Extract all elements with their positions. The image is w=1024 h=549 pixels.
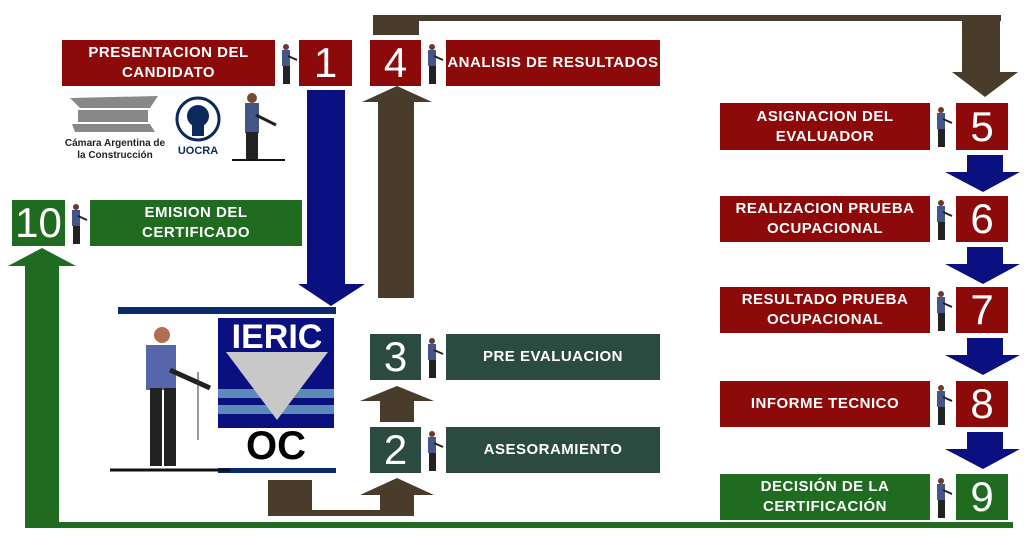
uocra-logo-text: UOCRA: [177, 145, 219, 157]
worker-illustration: [110, 327, 230, 472]
worker-icon: [66, 199, 90, 247]
worker-icon: [422, 333, 446, 381]
step-9-label: DECISIÓN DE LA CERTIFICACIÓN: [720, 474, 930, 520]
worker-icon: [931, 473, 955, 521]
step-3-number: 3: [370, 333, 421, 380]
step-7-label: RESULTADO PRUEBA OCUPACIONAL: [720, 287, 930, 333]
step-2-label: ASESORAMIENTO: [446, 427, 660, 473]
worker-small-illustration: [232, 93, 285, 161]
arrow-9-to-10: [8, 248, 1013, 528]
arrows-right-column: [945, 155, 1020, 469]
worker-icon: [931, 195, 955, 243]
camara-logo-text: Cámara Argentina de la Construcción: [64, 138, 166, 161]
step-6-number: 6: [956, 195, 1008, 242]
camara-logo: [70, 96, 158, 132]
step-10-number: 10: [12, 199, 65, 246]
arrow-4-to-5: [373, 15, 1018, 97]
arrow-2-to-3: [360, 386, 434, 422]
arrow-ieric-to-2: [268, 478, 434, 516]
arrow-3-to-4: [362, 86, 432, 298]
step-5-label: ASIGNACION DEL EVALUADOR: [720, 103, 930, 150]
uocra-logo: [175, 96, 221, 142]
step-9-number: 9: [956, 473, 1008, 520]
step-4-label: ANALISIS DE RESULTADOS: [446, 40, 660, 86]
ieric-oc-logo: [118, 307, 336, 473]
step-8-number: 8: [956, 380, 1008, 427]
worker-icon: [931, 380, 955, 428]
worker-icon: [422, 39, 446, 87]
step-7-number: 7: [956, 286, 1008, 333]
step-3-label: PRE EVALUACION: [446, 334, 660, 380]
step-10-label: EMISION DEL CERTIFICADO: [90, 200, 302, 246]
step-2-number: 2: [370, 426, 421, 473]
worker-icon: [931, 286, 955, 334]
worker-icon: [276, 39, 300, 87]
step-6-label: REALIZACION PRUEBA OCUPACIONAL: [720, 196, 930, 242]
step-1-label: PRESENTACION DEL CANDIDATO: [62, 40, 275, 86]
worker-icon: [931, 102, 955, 150]
worker-icon: [422, 426, 446, 474]
ieric-logo-text: IERIC: [231, 318, 323, 356]
step-8-label: INFORME TECNICO: [720, 381, 930, 427]
arrow-1-to-ieric: [298, 90, 365, 306]
step-5-number: 5: [956, 103, 1008, 150]
step-4-number: 4: [370, 39, 421, 86]
step-1-number: 1: [299, 39, 352, 86]
oc-logo-text: OC: [246, 424, 306, 468]
